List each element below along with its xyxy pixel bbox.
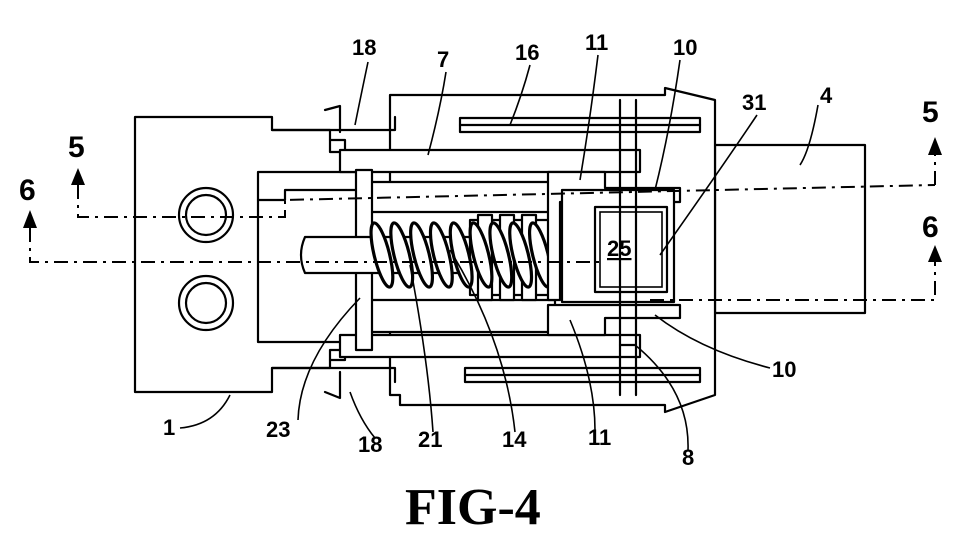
figure-caption: FIG-4 [405,479,541,536]
label-1: 1 [163,415,175,440]
label-10-bottom: 10 [772,357,796,382]
label-21: 21 [418,427,442,452]
label-18-bottom: 18 [358,432,382,457]
label-23: 23 [266,417,290,442]
upper-channel [340,150,640,172]
label-11-bottom: 11 [588,425,611,450]
label-7: 7 [437,47,449,72]
label-31: 31 [742,90,766,115]
section-marker-left-5: 5 [68,131,85,164]
label-8: 8 [682,445,694,470]
label-11-top: 11 [585,30,608,55]
right-body-part [715,145,865,313]
lower-channel [340,335,640,357]
section-marker-right-6: 6 [922,211,939,244]
label-16: 16 [515,40,539,65]
label-10-top: 10 [673,35,697,60]
label-25: 25 [607,236,631,261]
upper-hole-inner [186,195,226,235]
section-marker-left-6: 6 [19,174,36,207]
label-18-top: 18 [352,35,376,60]
section-marker-right-5: 5 [922,96,939,129]
lower-hole-inner [186,283,226,323]
label-4: 4 [820,83,833,108]
label-14: 14 [502,427,527,452]
